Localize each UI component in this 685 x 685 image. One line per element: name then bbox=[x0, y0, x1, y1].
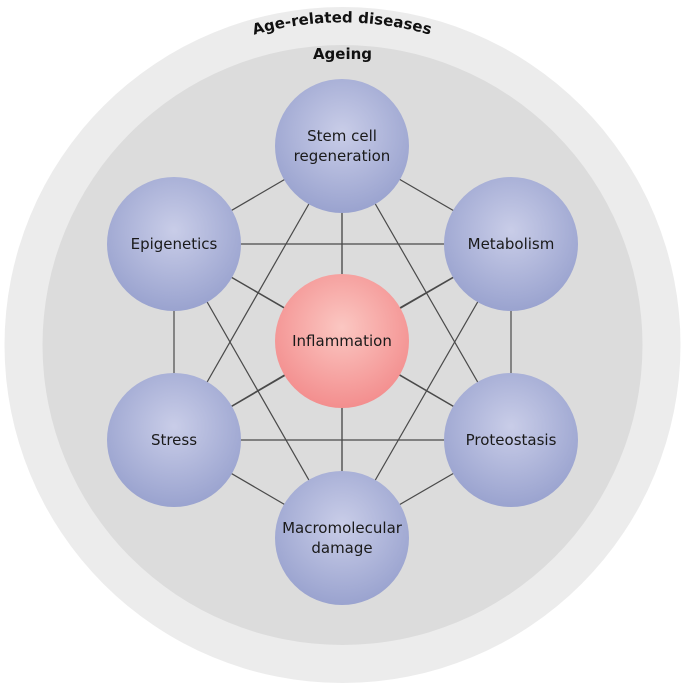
node-circle-metab bbox=[444, 177, 578, 311]
node-label-line: damage bbox=[311, 539, 372, 557]
node-label-line: Stress bbox=[151, 431, 197, 449]
node-circle-macro bbox=[275, 471, 409, 605]
node-label-line: Inflammation bbox=[292, 332, 392, 350]
node-stem: Stem cell regeneration bbox=[275, 79, 409, 213]
node-label-line: Macromolecular bbox=[282, 519, 403, 537]
node-label-macro: Macromolecular damage bbox=[282, 519, 403, 557]
node-metab: Metabolism bbox=[444, 177, 578, 311]
node-proteo: Proteostasis bbox=[444, 373, 578, 507]
node-epi: Epigenetics bbox=[107, 177, 241, 311]
inner-label: Ageing bbox=[313, 45, 372, 63]
node-label-stem: Stem cell regeneration bbox=[294, 127, 391, 165]
node-circle-stress bbox=[107, 373, 241, 507]
node-label-line: Epigenetics bbox=[131, 235, 218, 253]
node-label-proteo: Proteostasis bbox=[466, 431, 557, 449]
node-label-epi: Epigenetics bbox=[131, 235, 218, 253]
node-stress: Stress bbox=[107, 373, 241, 507]
node-label-line: Stem cell bbox=[307, 127, 377, 145]
node-circle-stem bbox=[275, 79, 409, 213]
node-inflam: Inflammation bbox=[275, 274, 409, 408]
node-circle-proteo bbox=[444, 373, 578, 507]
node-label-inflam: Inflammation bbox=[292, 332, 392, 350]
node-label-stress: Stress bbox=[151, 431, 197, 449]
node-label-metab: Metabolism bbox=[468, 235, 555, 253]
node-label-line: Proteostasis bbox=[466, 431, 557, 449]
node-label-line: regeneration bbox=[294, 147, 391, 165]
node-circle-epi bbox=[107, 177, 241, 311]
nodes: Stem cell regenerationMetabolismProteosta… bbox=[107, 79, 578, 605]
node-circle-inflam bbox=[275, 274, 409, 408]
node-label-line: Metabolism bbox=[468, 235, 555, 253]
node-macro: Macromolecular damage bbox=[275, 471, 409, 605]
